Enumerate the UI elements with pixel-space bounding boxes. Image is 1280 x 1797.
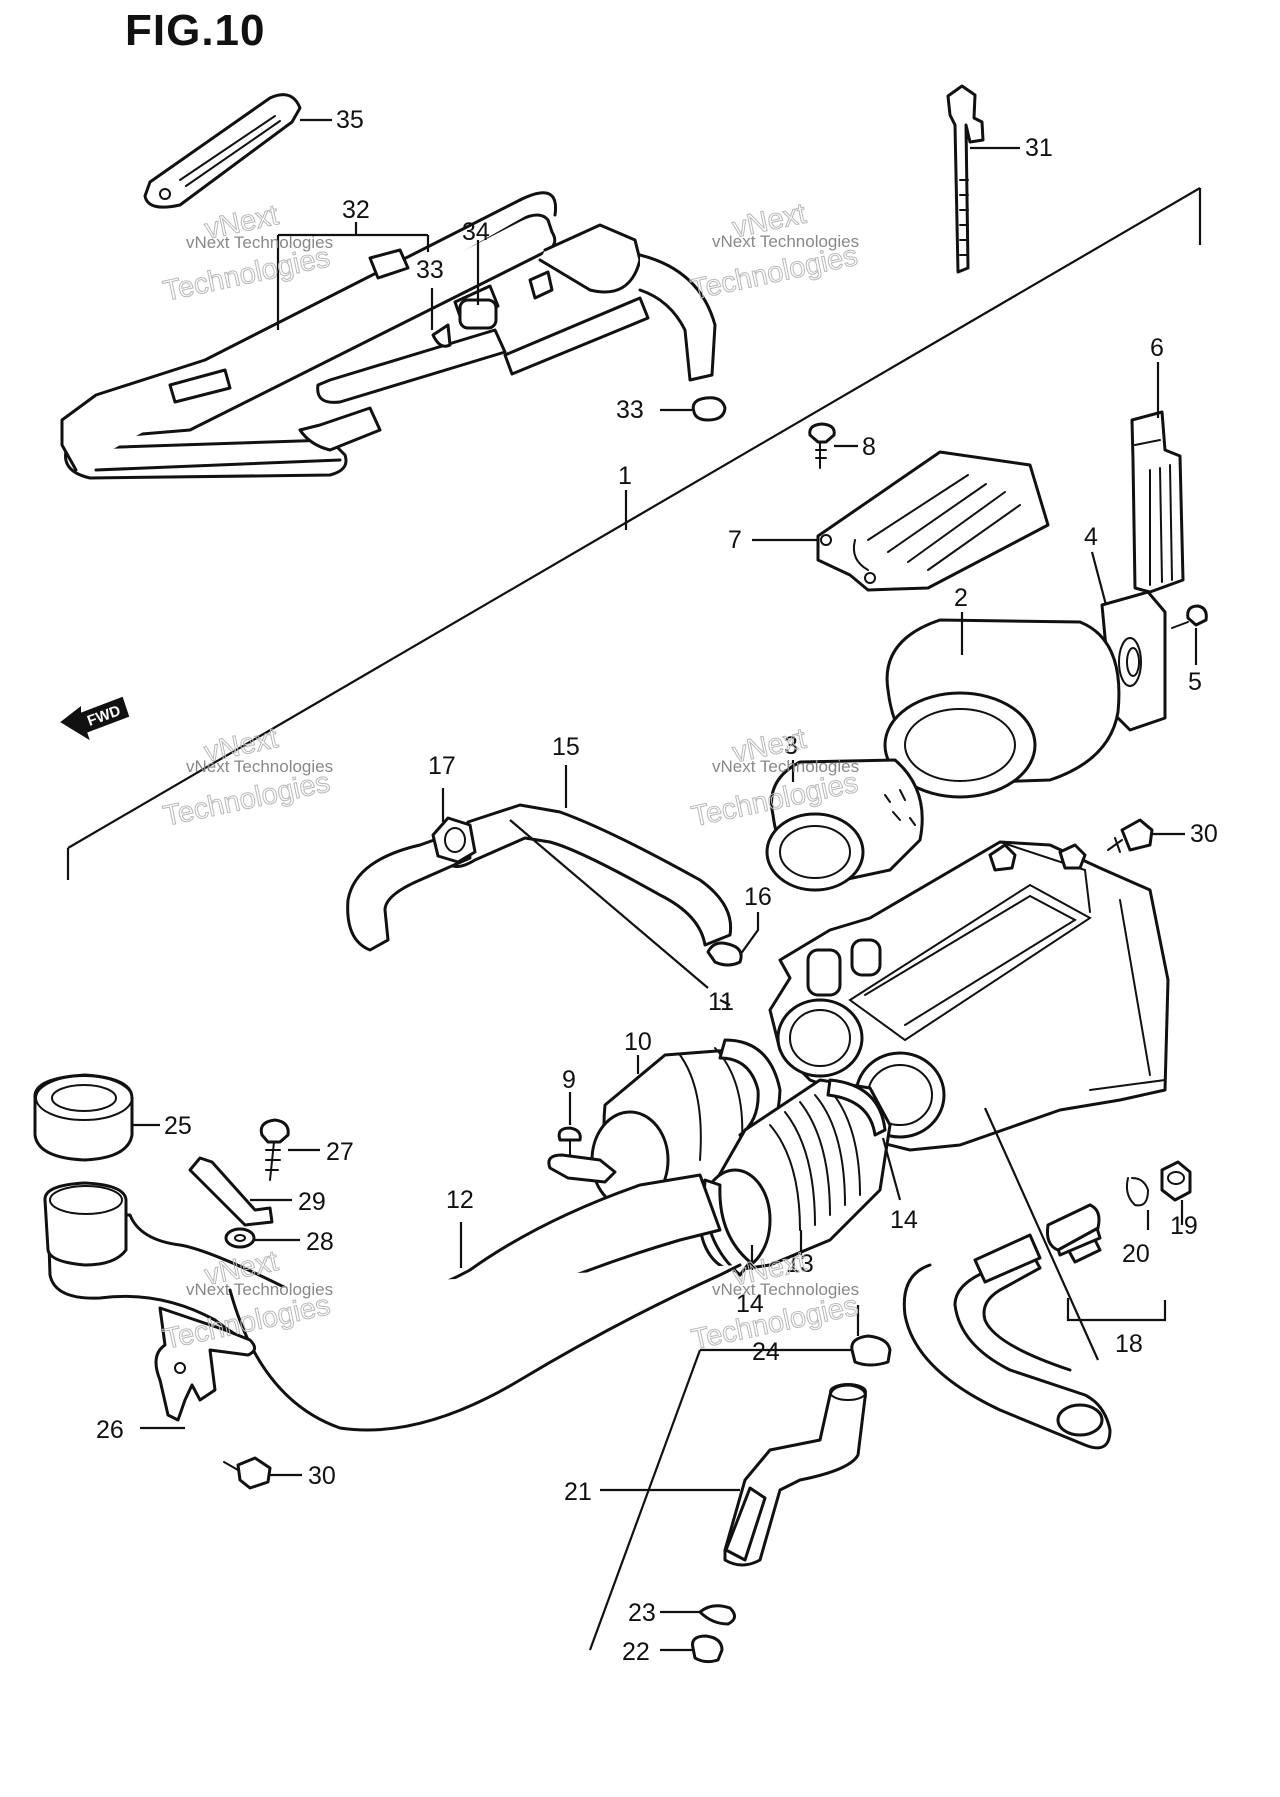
part-9-screw xyxy=(547,1126,617,1184)
part-15-hose xyxy=(346,803,733,952)
air-box xyxy=(768,840,1170,1152)
part-7-cover xyxy=(816,450,1050,592)
part-23-clip xyxy=(698,1604,736,1626)
part-21-hose xyxy=(723,1383,867,1567)
callout-29: 29 xyxy=(298,1188,326,1216)
part-27-bolt xyxy=(259,1118,290,1181)
part-31-cable-tie xyxy=(946,84,985,274)
callout-34: 34 xyxy=(462,218,490,246)
part-35-bracket xyxy=(143,93,302,209)
callout-26: 26 xyxy=(96,1416,124,1444)
callout-23: 23 xyxy=(628,1599,656,1627)
svg-text:vNext Technologies: vNext Technologies xyxy=(712,1280,859,1299)
callout-labels: 35 32 33 34 33 31 8 7 6 4 5 1 2 3 30 17 … xyxy=(96,106,1218,1666)
hose-assembly xyxy=(60,191,717,480)
callout-2: 2 xyxy=(954,584,968,612)
part-8-screw xyxy=(808,422,836,469)
callout-14-right: 14 xyxy=(890,1206,918,1234)
part-33-clip xyxy=(691,396,727,422)
callout-3: 3 xyxy=(784,732,798,760)
callout-9: 9 xyxy=(562,1066,576,1094)
watermark-mid-left: vNext Technologies Technologies vNext xyxy=(160,722,333,834)
callout-25: 25 xyxy=(164,1112,192,1140)
part-19-plug xyxy=(1160,1160,1192,1202)
part-2-filter xyxy=(883,618,1121,799)
part-30-bolt-upper xyxy=(1107,818,1154,853)
svg-text:vNext Technologies: vNext Technologies xyxy=(186,1280,333,1299)
part-28-washer xyxy=(224,1227,256,1249)
callout-21: 21 xyxy=(564,1478,592,1506)
part-12-duct xyxy=(43,1173,742,1432)
part-5-screw xyxy=(1171,604,1208,629)
part-29-plate xyxy=(188,1156,274,1227)
part-18-tube xyxy=(1046,1203,1101,1252)
callout-31: 31 xyxy=(1025,134,1053,162)
callout-24: 24 xyxy=(752,1338,780,1366)
part-26-bracket xyxy=(154,1306,256,1422)
callout-8: 8 xyxy=(862,433,876,461)
callout-32: 32 xyxy=(342,196,370,224)
watermark-top-left: vNext Technologies Technologies vNext xyxy=(160,199,333,309)
part-22-cap xyxy=(691,1634,724,1664)
part-3-element xyxy=(765,758,924,892)
callout-10: 10 xyxy=(624,1028,652,1056)
callout-30-lower: 30 xyxy=(308,1462,336,1490)
callout-17: 17 xyxy=(428,752,456,780)
svg-text:vNext Technologies: vNext Technologies xyxy=(186,233,333,252)
callout-15: 15 xyxy=(552,733,580,761)
part-16-clip xyxy=(706,941,743,967)
assembly-outline xyxy=(66,187,1202,880)
callout-13: 13 xyxy=(786,1250,814,1278)
callout-7: 7 xyxy=(728,526,742,554)
part-17-clamp xyxy=(431,816,477,864)
callout-11: 11 xyxy=(708,988,734,1016)
callout-28: 28 xyxy=(306,1228,334,1256)
svg-text:vNext Technologies: vNext Technologies xyxy=(712,757,859,776)
fwd-arrow-icon: FWD xyxy=(60,696,130,741)
callout-1: 1 xyxy=(618,462,632,490)
svg-text:vNext Technologies: vNext Technologies xyxy=(712,232,859,251)
callout-27: 27 xyxy=(326,1138,354,1166)
callout-20: 20 xyxy=(1122,1240,1150,1268)
callout-19: 19 xyxy=(1170,1212,1198,1240)
callout-5: 5 xyxy=(1188,668,1202,696)
callout-12: 12 xyxy=(446,1186,474,1214)
callout-22: 22 xyxy=(622,1638,650,1666)
figure-title: FIG.10 xyxy=(125,6,266,55)
svg-text:Technologies: Technologies xyxy=(161,766,333,832)
part-20-clip xyxy=(1125,1177,1150,1207)
callout-30-upper: 30 xyxy=(1190,820,1218,848)
callout-33-lower: 33 xyxy=(616,396,644,424)
callout-6: 6 xyxy=(1150,334,1164,362)
part-24-clamp xyxy=(850,1334,892,1367)
part-30-bolt-lower xyxy=(223,1456,272,1490)
part-18-drain-hose xyxy=(902,1203,1112,1450)
callout-16: 16 xyxy=(744,883,772,911)
callout-33-upper: 33 xyxy=(416,256,444,284)
leader-lines xyxy=(132,118,1198,1652)
watermark-top-center: vNext Technologies Technologies vNext xyxy=(688,197,861,307)
callout-4: 4 xyxy=(1084,523,1098,551)
callout-14-lower: 14 xyxy=(736,1290,764,1318)
callout-18: 18 xyxy=(1115,1330,1143,1358)
callout-35: 35 xyxy=(336,106,364,134)
part-25-ring xyxy=(33,1073,134,1162)
svg-text:vNext Technologies: vNext Technologies xyxy=(186,757,333,776)
part-6-element xyxy=(1130,410,1185,594)
